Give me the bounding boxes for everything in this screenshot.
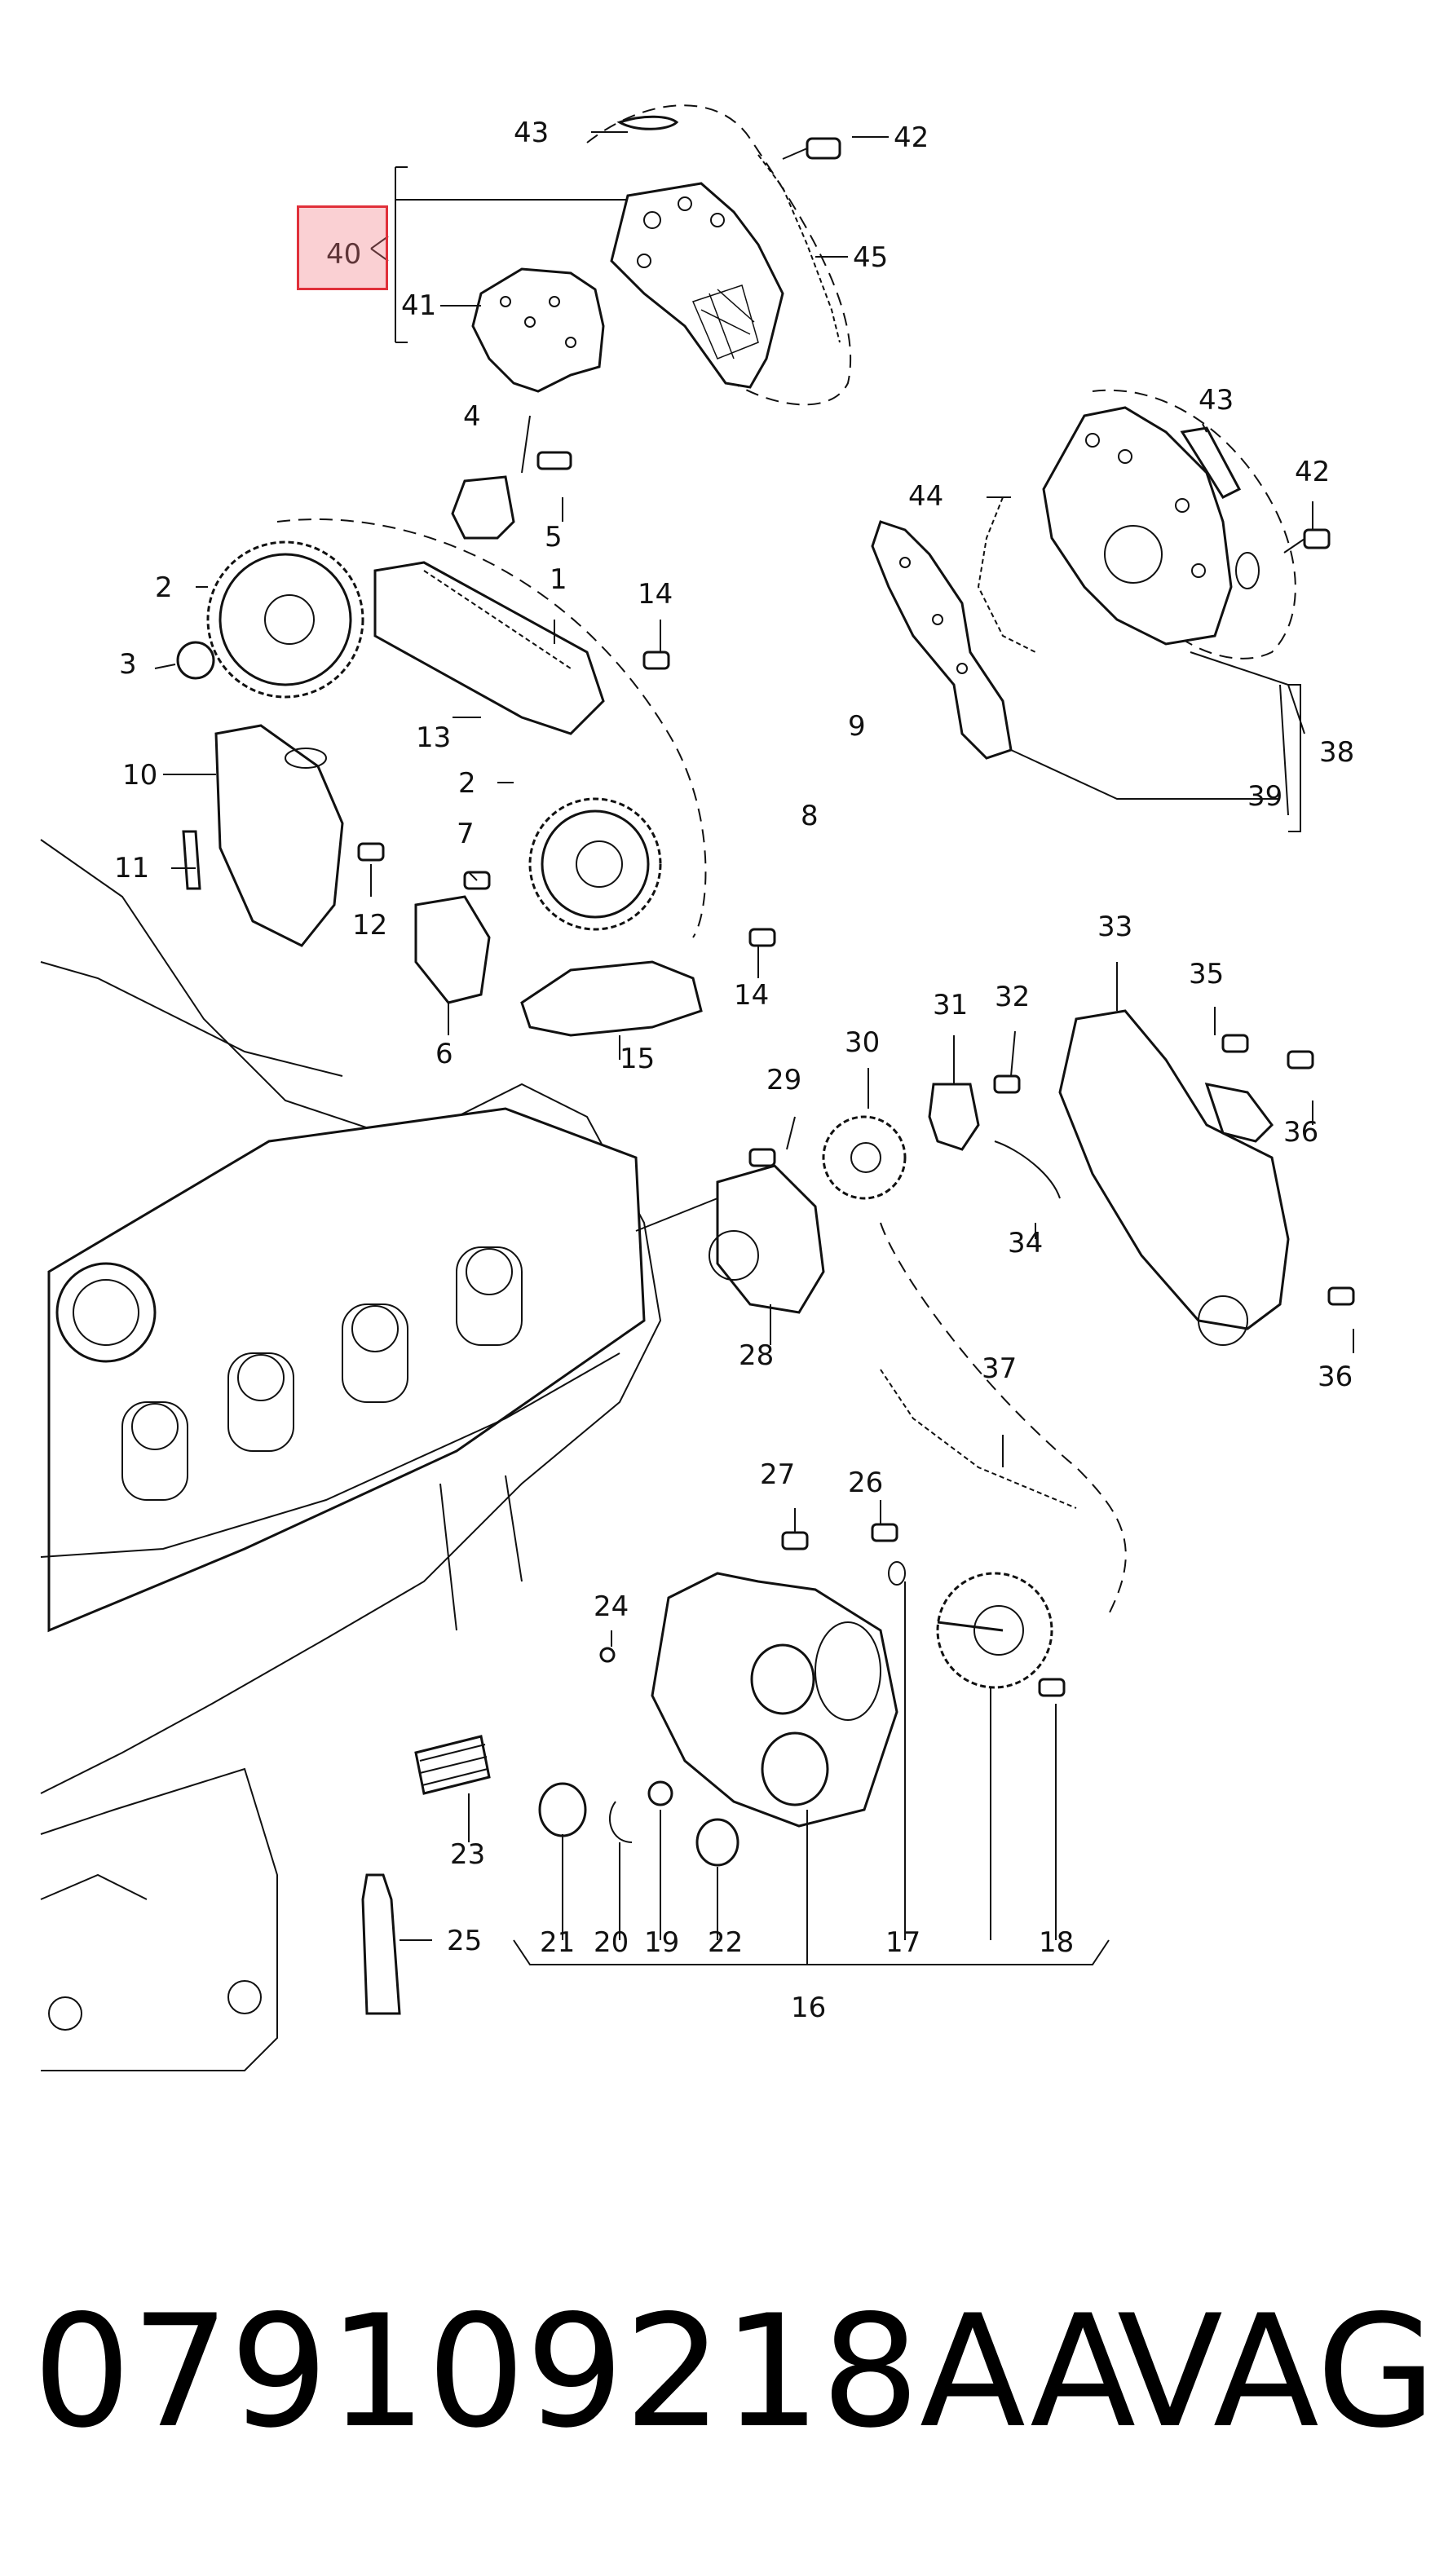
callout-23[interactable]: 23 xyxy=(450,1838,485,1871)
callout-26[interactable]: 26 xyxy=(848,1467,883,1499)
callout-22[interactable]: 22 xyxy=(708,1926,743,1959)
callout-45[interactable]: 45 xyxy=(853,241,888,274)
callout-5[interactable]: 5 xyxy=(545,521,563,554)
part-number: 079109218AA xyxy=(33,2282,1137,2462)
callout-15[interactable]: 15 xyxy=(620,1043,655,1075)
callout-25[interactable]: 25 xyxy=(447,1925,482,1957)
callout-24[interactable]: 24 xyxy=(594,1590,629,1623)
engine-block-outline xyxy=(40,839,718,2071)
callout-12[interactable]: 12 xyxy=(352,909,387,942)
callout-41[interactable]: 41 xyxy=(401,289,436,322)
callout-labels: 40 41 43 42 45 43 42 44 38 39 4 5 1 2 3 … xyxy=(114,117,1354,2024)
callout-11[interactable]: 11 xyxy=(114,852,149,884)
callout-2-top[interactable]: 2 xyxy=(155,571,173,604)
callout-42-right[interactable]: 42 xyxy=(1295,456,1330,488)
callout-43-top[interactable]: 43 xyxy=(514,117,549,149)
callout-21[interactable]: 21 xyxy=(540,1926,575,1959)
callout-10[interactable]: 10 xyxy=(122,759,157,792)
upper-chain-guide-assembly xyxy=(370,104,889,406)
callout-20[interactable]: 20 xyxy=(594,1926,629,1959)
callout-34[interactable]: 34 xyxy=(1008,1227,1043,1259)
tensioner-group xyxy=(709,962,1355,1615)
callout-29[interactable]: 29 xyxy=(766,1064,801,1096)
callout-36-bottom[interactable]: 36 xyxy=(1318,1361,1353,1393)
callout-17[interactable]: 17 xyxy=(885,1926,920,1959)
callout-9[interactable]: 9 xyxy=(848,710,866,743)
callout-16[interactable]: 16 xyxy=(791,1992,826,2024)
callout-7[interactable]: 7 xyxy=(457,818,475,850)
right-chain-guide-assembly xyxy=(871,389,1331,832)
callout-6[interactable]: 6 xyxy=(435,1038,453,1070)
callout-13[interactable]: 13 xyxy=(416,721,451,754)
callout-37[interactable]: 37 xyxy=(982,1352,1017,1385)
exploded-parts-diagram: 40 41 43 42 45 43 42 44 38 39 4 5 1 2 3 … xyxy=(40,104,1355,2071)
camshaft-sprocket-group xyxy=(154,415,776,1060)
callout-4[interactable]: 4 xyxy=(463,400,481,433)
callout-44[interactable]: 44 xyxy=(908,480,943,513)
part-caption: 079109218AA VAG xyxy=(33,2266,1437,2478)
highlighted-callout-box xyxy=(297,205,388,290)
callout-35[interactable]: 35 xyxy=(1189,958,1224,990)
brand-name: VAG xyxy=(1117,2282,1437,2462)
callout-28[interactable]: 28 xyxy=(739,1339,774,1372)
callout-33[interactable]: 33 xyxy=(1097,911,1132,943)
callout-14-mid[interactable]: 14 xyxy=(734,979,769,1012)
lower-drive-assembly xyxy=(361,1500,1110,2015)
callout-18[interactable]: 18 xyxy=(1039,1926,1074,1959)
callout-8[interactable]: 8 xyxy=(801,800,819,832)
callout-39[interactable]: 39 xyxy=(1247,780,1282,813)
callout-42-top[interactable]: 42 xyxy=(894,121,929,154)
callout-1[interactable]: 1 xyxy=(550,563,567,596)
callout-19[interactable]: 19 xyxy=(644,1926,679,1959)
callout-31[interactable]: 31 xyxy=(933,989,968,1021)
callout-36-top[interactable]: 36 xyxy=(1283,1116,1318,1149)
callout-14-top[interactable]: 14 xyxy=(638,578,673,611)
callout-3[interactable]: 3 xyxy=(119,648,137,681)
callout-27[interactable]: 27 xyxy=(760,1458,795,1491)
callout-38[interactable]: 38 xyxy=(1319,736,1354,769)
callout-43-right[interactable]: 43 xyxy=(1199,384,1234,417)
callout-32[interactable]: 32 xyxy=(995,981,1030,1013)
callout-2-mid[interactable]: 2 xyxy=(458,767,476,800)
callout-30[interactable]: 30 xyxy=(845,1026,880,1059)
callout-40[interactable]: 40 xyxy=(326,238,361,271)
